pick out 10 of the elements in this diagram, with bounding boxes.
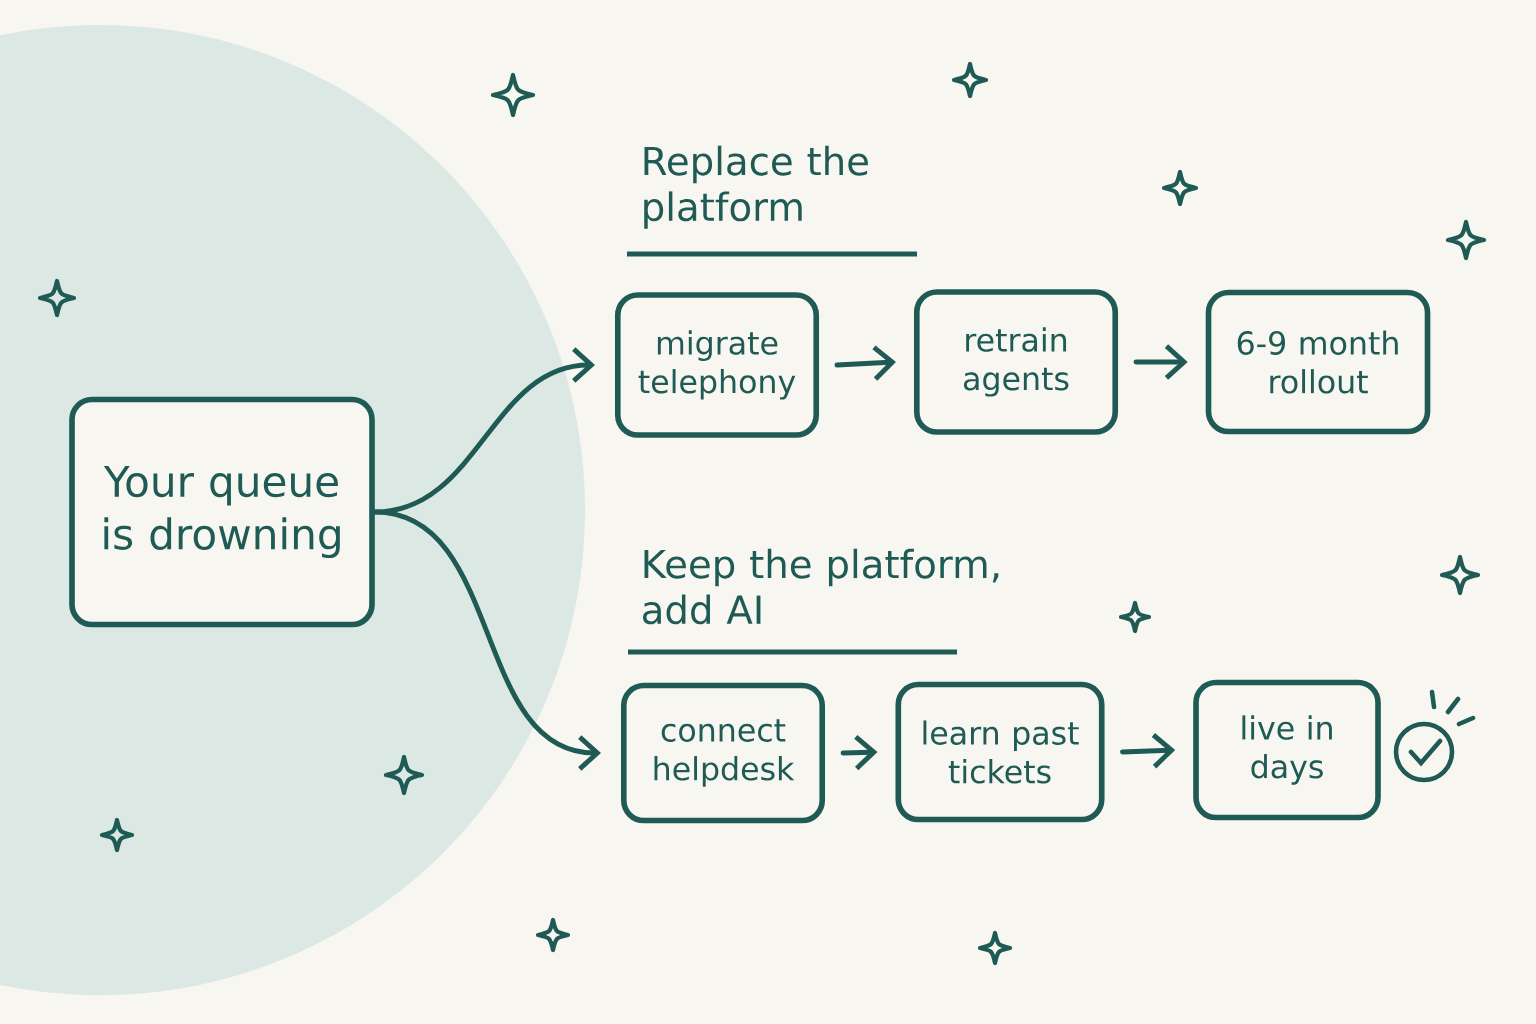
step-box: migrate telephony: [615, 292, 820, 438]
step-box: retrain agents: [914, 289, 1119, 435]
step-box: live in days: [1193, 679, 1381, 821]
arrow: [372, 509, 601, 771]
step-box: learn past tickets: [895, 681, 1105, 823]
start-box: Your queue is drowning: [69, 396, 375, 628]
step-box: connect helpdesk: [621, 682, 826, 824]
step-box: 6-9 month rollout: [1205, 289, 1431, 435]
section-heading: Replace the platform: [644, 145, 868, 229]
section-heading: Keep the platform, add AI: [643, 548, 999, 625]
